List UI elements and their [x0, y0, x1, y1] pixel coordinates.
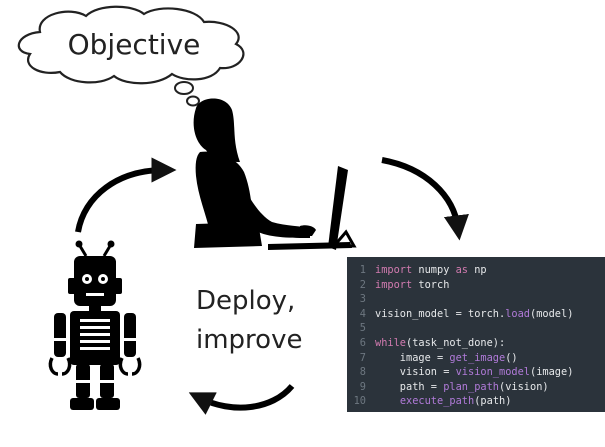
code-token: import: [375, 278, 413, 291]
code-token: vision_model: [455, 366, 530, 379]
line-number: 9: [359, 380, 366, 393]
code-token: plan_path: [443, 380, 499, 393]
thought-bubble: [17, 5, 245, 107]
improve-label: improve: [196, 325, 303, 355]
line-number: 4: [359, 307, 366, 320]
line-number: 3: [359, 293, 366, 306]
code-token: while: [375, 337, 406, 349]
person-at-laptop-icon: [193, 98, 357, 250]
line-number: 2: [359, 278, 366, 291]
arrow-code-to-robot: [188, 383, 295, 415]
code-token: (vision): [499, 380, 549, 393]
code-token: as: [455, 264, 469, 276]
line-number: 7: [359, 351, 366, 364]
code-text: while(task_not_done):: [375, 336, 505, 350]
code-token: (model): [530, 307, 574, 320]
code-text: vision = vision_model(image): [375, 365, 574, 379]
line-number: 8: [359, 366, 366, 379]
code-text: execute_path(path): [375, 394, 512, 408]
code-token: [375, 395, 400, 407]
robot-icon: [48, 240, 142, 410]
code-token: image =: [375, 351, 450, 364]
deploy-label: Deploy,: [196, 286, 296, 316]
line-number: 10: [353, 395, 366, 408]
code-text: vision_model = torch.load(model): [375, 307, 573, 321]
code-token: (task_not_done):: [406, 337, 506, 349]
arrow-person-to-code: [381, 157, 469, 241]
code-token: execute_path: [399, 395, 475, 408]
code-token: torch: [412, 278, 450, 291]
arrow-robot-to-person: [75, 157, 177, 233]
code-token: numpy: [412, 264, 456, 276]
code-token: import: [375, 264, 413, 276]
objective-label: Objective: [67, 28, 201, 61]
line-number: 6: [359, 337, 366, 349]
code-text: image = get_image(): [375, 351, 518, 365]
code-token: (image): [530, 366, 574, 379]
code-text: path = plan_path(vision): [375, 380, 549, 394]
code-token: get_image: [449, 351, 506, 364]
code-token: vision_model = torch.: [375, 307, 506, 320]
line-number: 1: [359, 264, 366, 276]
code-text: import numpy as np: [375, 263, 487, 277]
code-token: np: [468, 264, 487, 276]
code-text: import torch: [375, 278, 449, 292]
line-number: 5: [359, 322, 366, 335]
code-token: (): [505, 351, 518, 364]
code-token: path =: [375, 380, 444, 393]
code-token: (path): [474, 395, 512, 408]
code-token: vision =: [375, 366, 456, 379]
code-token: load: [505, 307, 530, 320]
